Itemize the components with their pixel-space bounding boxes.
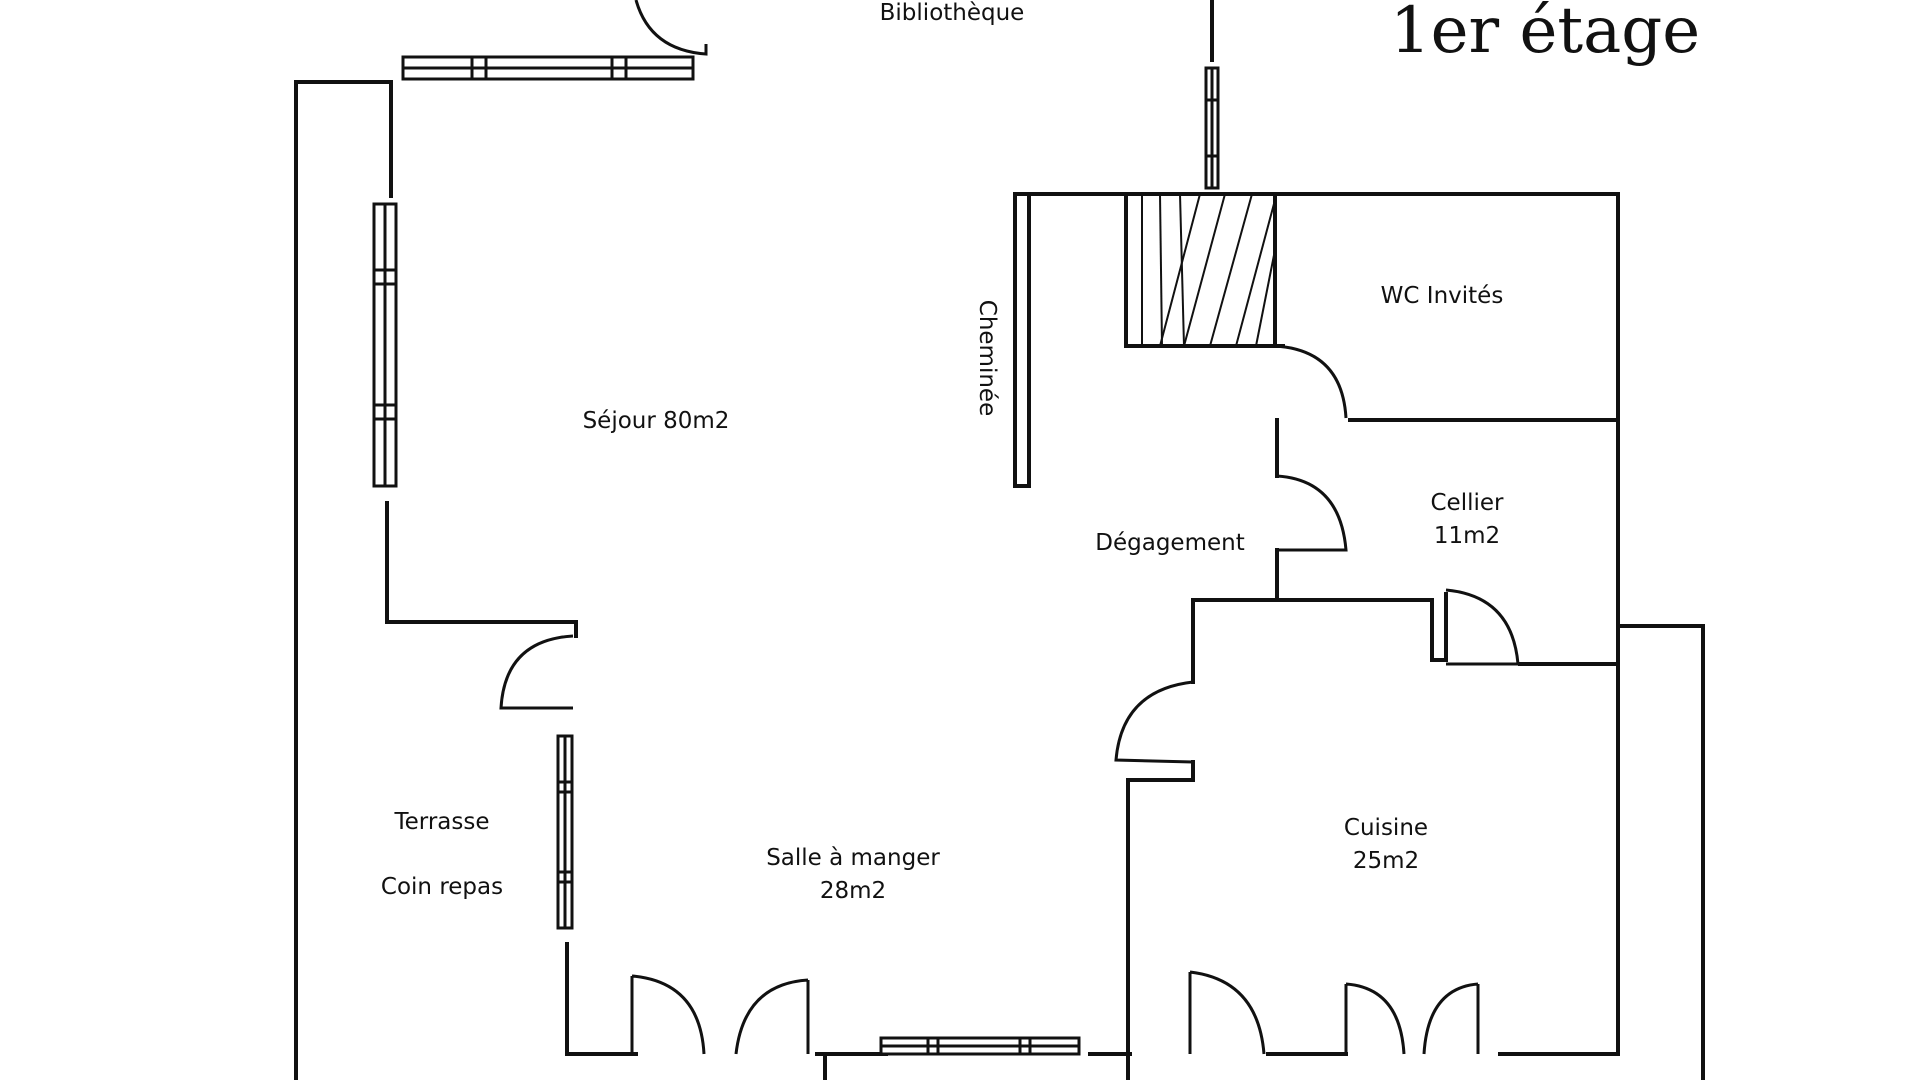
walls xyxy=(294,0,1705,1080)
wall-kitchen-top-right xyxy=(1275,592,1448,662)
wall-sejour-left xyxy=(385,501,578,638)
room-label-cellier: Cellier xyxy=(1431,490,1505,516)
chimney xyxy=(1013,192,1031,488)
staircase xyxy=(1141,193,1276,347)
room-area-cuisine: 25m2 xyxy=(1353,848,1419,874)
room-label-terrasse: Terrasse xyxy=(393,809,489,835)
wall-block-top xyxy=(1013,192,1620,666)
room-label-salle-a-manger: Salle à manger xyxy=(766,845,940,871)
wall-stair-box xyxy=(1124,192,1277,348)
room-area-cellier: 11m2 xyxy=(1434,523,1500,549)
doors xyxy=(499,0,1520,1055)
wall-dining-bottom-mid xyxy=(815,1052,888,1080)
room-label-coin-repas: Coin repas xyxy=(381,874,503,900)
windows xyxy=(372,55,1220,1056)
room-label-wc: WC Invités xyxy=(1381,283,1504,309)
floor-title: 1er étage xyxy=(1390,0,1700,68)
labels: 1er étage Bibliothèque Séjour 80m2 Chemi… xyxy=(381,0,1700,904)
room-label-degagement: Dégagement xyxy=(1095,530,1244,556)
wall-kitchen-right xyxy=(1498,662,1620,1056)
room-area-salle-a-manger: 28m2 xyxy=(820,878,886,904)
room-label-sejour: Séjour 80m2 xyxy=(583,408,730,434)
wall-far-right xyxy=(1616,624,1705,1080)
room-label-cheminee: Cheminée xyxy=(974,300,1000,416)
wall-dining-left xyxy=(565,942,638,1056)
room-label-cuisine: Cuisine xyxy=(1344,815,1428,841)
wall-kitchen-top xyxy=(1126,598,1279,1080)
wall-outer-left xyxy=(294,80,393,1080)
room-label-bibliotheque: Bibliothèque xyxy=(880,0,1025,26)
wall-wc-bottom xyxy=(1273,344,1620,422)
